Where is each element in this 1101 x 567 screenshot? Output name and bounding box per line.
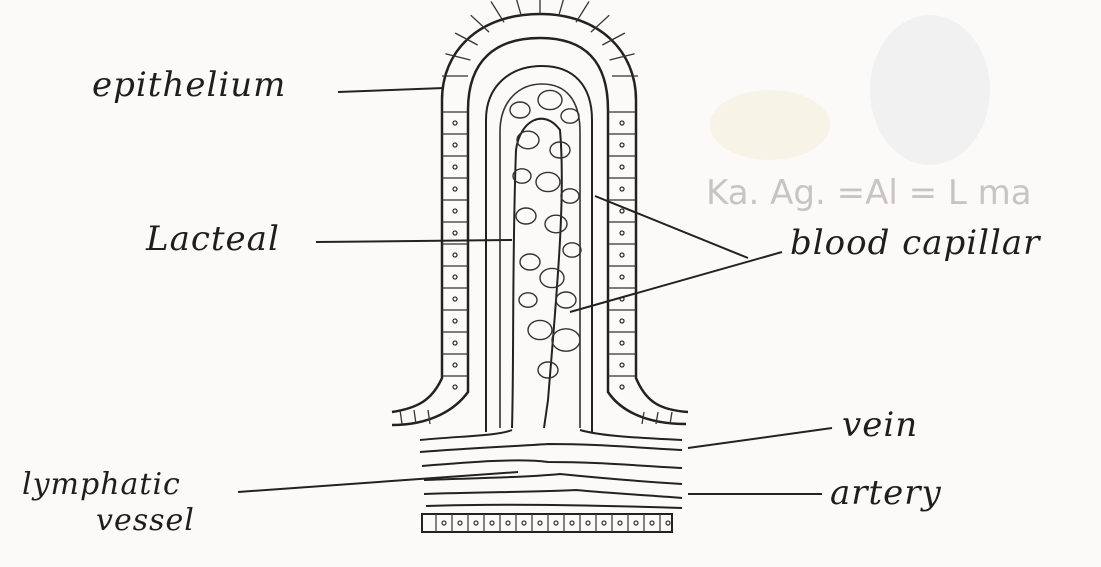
epithelium-cell-divider: [559, 0, 566, 16]
base-cell-nucleus: [554, 521, 558, 525]
paper-stain: [870, 15, 990, 165]
base-cell-nucleus: [650, 521, 654, 525]
epithelium-cell-nucleus: [620, 341, 624, 345]
capillary-cell: [538, 362, 558, 378]
leader-line-capillary-upper: [595, 196, 748, 258]
epithelium-cell-nucleus: [620, 275, 624, 279]
epithelium-cell-nucleus: [620, 121, 624, 125]
capillary-cell: [519, 293, 537, 307]
epithelium-cell-nucleus: [453, 385, 457, 389]
epithelium-cell-nucleus: [453, 319, 457, 323]
base-cell-nucleus: [538, 521, 542, 525]
epithelium-cell-nucleus: [620, 187, 624, 191]
epithelium-cell-nucleus: [620, 319, 624, 323]
leader-line-lymphatic: [238, 472, 518, 492]
base-cell-nucleus: [666, 521, 670, 525]
epithelium-cell-nucleus: [620, 165, 624, 169]
capillary-cell: [510, 102, 530, 118]
capillary-cell: [561, 109, 579, 123]
epithelium-cell-nucleus: [453, 209, 457, 213]
epithelium-cell-nucleus: [453, 121, 457, 125]
capillary-cell: [561, 189, 579, 203]
label-blood-capillaries: blood capillar: [790, 226, 1040, 260]
epithelium-cell-nucleus: [453, 297, 457, 301]
capillary-cell: [563, 243, 581, 257]
epithelium-cell-nucleus: [620, 143, 624, 147]
capillary-cell: [536, 172, 560, 191]
base-cell-nucleus: [602, 521, 606, 525]
epithelium-cell-nucleus: [620, 363, 624, 367]
base-cell-nucleus: [442, 521, 446, 525]
label-lacteal: Lacteal: [146, 222, 280, 256]
epithelium-cell-divider: [515, 0, 522, 16]
epithelium-cell-nucleus: [453, 341, 457, 345]
capillary-cell: [538, 90, 562, 109]
capillary-cell: [540, 268, 564, 287]
base-cell-nucleus: [618, 521, 622, 525]
epithelium-cell-nucleus: [453, 187, 457, 191]
capillary-cell: [528, 320, 552, 339]
epithelium-cell-nucleus: [453, 165, 457, 169]
label-vein: vein: [842, 408, 918, 442]
label-lymphatic-line2: vessel: [96, 506, 195, 536]
base-cell-nucleus: [474, 521, 478, 525]
capillary-cell: [520, 254, 540, 270]
epithelium-cell-nucleus: [620, 231, 624, 235]
base-cell-nucleus: [506, 521, 510, 525]
label-lymphatic-line1: lymphatic: [22, 470, 181, 500]
capillary-cell: [516, 208, 536, 224]
epithelium-cell-nucleus: [620, 209, 624, 213]
base-cell-nucleus: [634, 521, 638, 525]
capillary-cell: [545, 215, 567, 233]
epithelium-cell-nucleus: [453, 143, 457, 147]
leader-line-epithelium: [338, 88, 444, 92]
base-epithelium-cells: [436, 514, 670, 532]
epithelium-cell-divider: [400, 410, 402, 424]
epithelium-cell-divider: [428, 410, 430, 424]
epithelium-cell-divider: [576, 2, 589, 23]
leader-line-capillary-lower: [570, 252, 782, 312]
leader-line-lacteal: [316, 240, 512, 242]
epithelium-cell-nucleus: [453, 275, 457, 279]
epithelium-cell-nucleus: [620, 385, 624, 389]
epithelium-cell-nucleus: [453, 231, 457, 235]
base-cell-nucleus: [490, 521, 494, 525]
epithelium-cell-divider: [445, 54, 470, 60]
epithelium-cell-nucleus: [453, 253, 457, 257]
label-artery: artery: [830, 476, 942, 510]
submucosa-layers: [420, 430, 682, 508]
capillary-cell: [556, 292, 576, 308]
epithelium-cell-divider: [491, 2, 504, 23]
epithelium-cell-nucleus: [453, 363, 457, 367]
leader-line-vein: [688, 428, 832, 448]
blood-capillary-network: [510, 90, 581, 378]
capillary-cell: [552, 329, 580, 351]
paper-stain: [710, 90, 830, 160]
base-cell-nucleus: [458, 521, 462, 525]
lacteal-vessel: [512, 119, 562, 428]
capillary-cell: [517, 131, 539, 149]
epithelium-outer-wall: [392, 14, 688, 412]
label-epithelium: epithelium: [92, 68, 286, 102]
epithelium-cell-nucleus: [620, 253, 624, 257]
base-cell-nucleus: [586, 521, 590, 525]
base-cell-nucleus: [522, 521, 526, 525]
base-cell-nucleus: [570, 521, 574, 525]
